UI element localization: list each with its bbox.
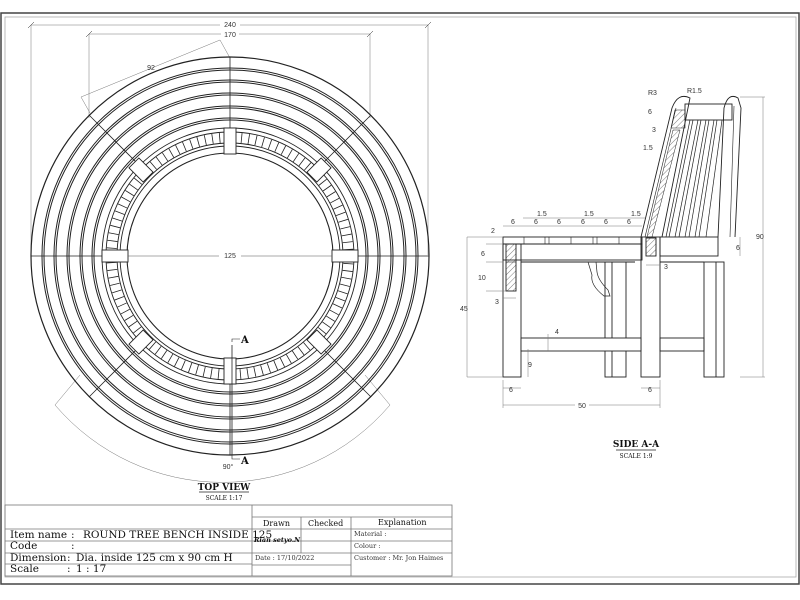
dim-arc-length: 92 <box>147 65 155 72</box>
scale-value: 1 : 17 <box>76 563 107 575</box>
dimension-sep: : <box>67 552 71 564</box>
dim-seat-slat: 6 <box>627 219 631 226</box>
dim-apron-lower: 10 <box>478 275 486 282</box>
checked-header: Checked <box>308 519 344 528</box>
dim-seat-slat: 6 <box>557 219 561 226</box>
side-view-scale: SCALE 1:9 <box>620 453 653 460</box>
section-marker-bottom: A <box>240 456 249 467</box>
dim-leg-inset: 3 <box>495 299 499 306</box>
side-view-dimension-labels: R3 R1.5 6 3 1.5 6 6 6 6 6 6 1.5 1.5 1.5 … <box>460 88 764 460</box>
colour-field: Colour : <box>354 542 381 550</box>
dim-seat-slat: 6 <box>604 219 608 226</box>
top-view-dimension-labels: 240 170 92 125 90° A A TOP VIEW SCALE 1:… <box>147 20 251 502</box>
side-view-drawing <box>466 95 765 408</box>
dim-total-height: 90 <box>756 234 764 241</box>
material-field: Material : <box>354 530 387 538</box>
dim-back-rail: 6 <box>736 245 740 252</box>
backrest-front-post <box>640 95 691 238</box>
back-leg <box>640 236 661 378</box>
dim-back-top-block: 6 <box>648 109 652 116</box>
support-bracket <box>587 261 611 297</box>
dim-back-gap: 3 <box>652 127 656 134</box>
head-rail <box>684 103 733 121</box>
dim-stretcher-height: 9 <box>528 362 532 369</box>
top-view-scale: SCALE 1:17 <box>206 495 243 502</box>
item-name-sep: : <box>71 529 75 541</box>
radial-supports <box>31 57 429 455</box>
dim-seat-gap: 1.5 <box>631 211 641 218</box>
item-name-label: Item name <box>10 529 68 541</box>
dim-apron-height: 6 <box>481 251 485 258</box>
dim-radius-inner: R1.5 <box>687 88 702 95</box>
sheet-border <box>0 12 800 585</box>
side-dimension-lines <box>466 96 765 408</box>
side-view-title: SIDE A-A <box>613 440 660 450</box>
dim-overall-width: 240 <box>224 22 236 29</box>
dimension-label: Dimension <box>10 552 67 564</box>
front-stretcher <box>520 337 642 352</box>
top-view-drawing <box>27 21 432 483</box>
drawn-by-signature: Rian setyo.N <box>254 536 301 544</box>
dim-seat-gap: 1.5 <box>584 211 594 218</box>
back-rail-section <box>645 237 657 257</box>
dimension-lines-top <box>27 21 432 483</box>
explanation-header: Explanation <box>378 518 427 527</box>
code-label: Code <box>10 540 38 552</box>
dim-back-slat: 1.5 <box>643 145 653 152</box>
dim-seat-slat: 6 <box>534 219 538 226</box>
dim-radius-outer: R3 <box>648 90 657 97</box>
code-sep: : <box>71 540 75 552</box>
dim-stretcher: 4 <box>555 329 559 336</box>
back-seat-rail <box>659 236 719 257</box>
rear-stretcher <box>659 337 705 352</box>
drawn-header: Drawn <box>263 519 291 528</box>
far-back-leg <box>703 261 725 378</box>
section-marker-top: A <box>240 335 249 346</box>
dim-inner-diameter: 125 <box>224 253 236 260</box>
front-section-hatch <box>505 243 517 292</box>
dim-seat-slat: 6 <box>581 219 585 226</box>
dim-front-leg-width: 6 <box>509 387 513 394</box>
apron <box>502 243 643 261</box>
support-blocks <box>101 127 359 385</box>
front-leg <box>502 243 522 378</box>
title-block-grid <box>4 504 453 577</box>
mid-leg <box>604 261 627 378</box>
dim-seat-gap: 1.5 <box>537 211 547 218</box>
dim-depth: 50 <box>578 403 586 410</box>
dim-seat-slat: 6 <box>511 219 515 226</box>
scale-label: Scale <box>10 563 39 575</box>
drawing-date: Date : 17/10/2022 <box>255 554 315 562</box>
dim-seat-thickness: 2 <box>491 228 495 235</box>
item-name-value: ROUND TREE BENCH INSIDE 125 <box>83 529 273 541</box>
dim-back-leg-width: 6 <box>648 387 652 394</box>
dim-inner-span: 170 <box>224 32 236 39</box>
dimension-value: Dia. inside 125 cm x 90 cm H <box>76 552 233 564</box>
customer-field: Customer : Mr. Jon Haimes <box>354 554 444 562</box>
top-view-title: TOP VIEW <box>198 483 251 493</box>
dim-seat-height: 45 <box>460 306 468 313</box>
dim-angle: 90° <box>223 463 234 471</box>
dim-back-rail-gap: 3 <box>664 264 668 271</box>
scale-sep: : <box>67 563 71 575</box>
backrest-rear-post <box>717 95 742 238</box>
